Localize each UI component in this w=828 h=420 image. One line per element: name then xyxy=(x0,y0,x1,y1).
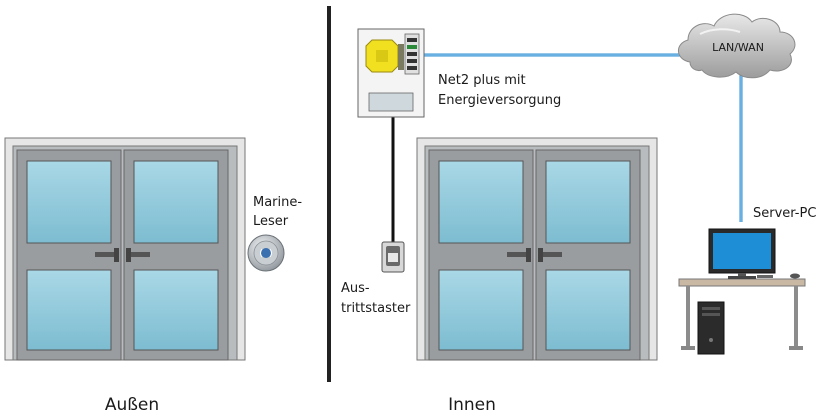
inside-label: Innen xyxy=(448,395,496,415)
inside-door xyxy=(416,137,658,361)
exit-label-line1: Aus- xyxy=(341,281,370,296)
outside-label: Außen xyxy=(105,395,159,415)
server-label: Server-PC xyxy=(753,206,816,221)
wall-divider xyxy=(327,6,331,382)
cloud-icon xyxy=(678,13,796,79)
outside-door xyxy=(4,137,246,361)
proximity-reader-icon xyxy=(247,234,285,272)
desktop-pc-icon xyxy=(678,228,806,355)
network-cable xyxy=(424,53,743,222)
exit-button-icon xyxy=(381,241,405,273)
exit-label-line2: trittstaster xyxy=(341,301,411,316)
network-label: LAN/WAN xyxy=(712,41,764,54)
reader-label-line2: Leser xyxy=(253,214,289,229)
access-controller-icon xyxy=(357,28,425,118)
controller-label-line2: Energieversorgung xyxy=(438,93,561,108)
reader-label-line1: Marine- xyxy=(253,195,302,210)
controller-label-line1: Net2 plus mit xyxy=(438,73,526,88)
